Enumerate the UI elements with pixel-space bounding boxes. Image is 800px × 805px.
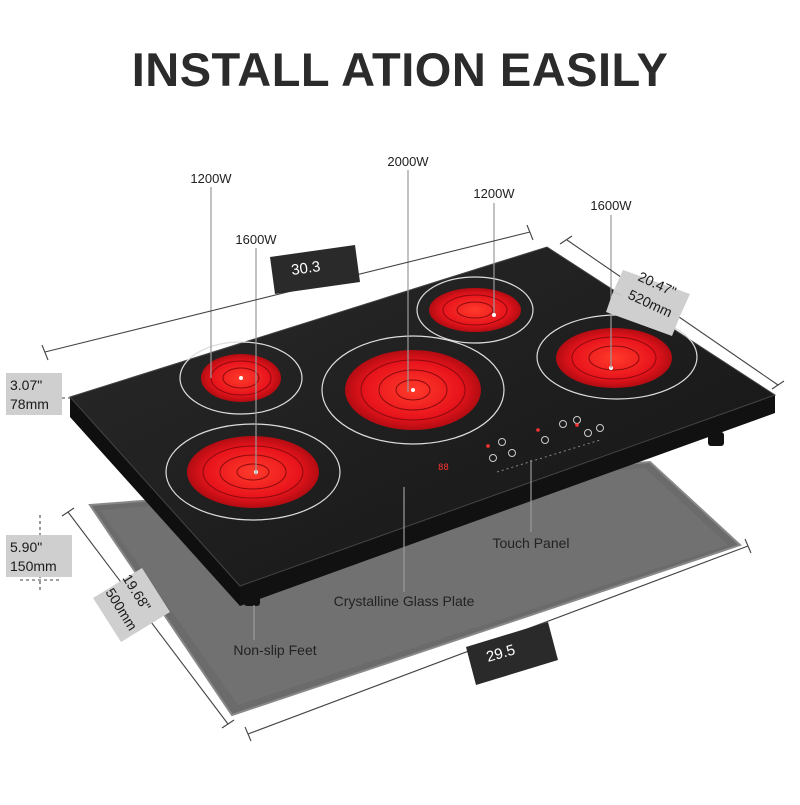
leader-lines [210,170,612,640]
foot-left [244,592,260,606]
label-1200w-left: 1200W [190,171,232,186]
cooktop-side-right [240,395,775,606]
label-1200w-right: 1200W [473,186,515,201]
burner-right [536,314,698,400]
dim-tag-top-width: 30.3 [270,245,360,294]
panel-display: 88 [438,463,449,473]
page-title: INSTALL ATION EASILY [131,43,669,96]
touch-panel: 88 [438,416,604,473]
label-2000w: 2000W [387,154,429,169]
burner-bottom-left [165,423,341,521]
cooktop-side-front [70,397,240,606]
label-glass-plate: Crystalline Glass Plate [334,593,475,609]
burner-top-left [179,341,303,415]
foot-right [708,432,724,446]
dim-tag-cutout-depth: 19.68" 500mm [93,568,170,642]
label-non-slip-feet: Non-slip Feet [233,642,316,658]
label-touch-panel: Touch Panel [492,535,569,551]
label-1600w-left: 1600W [235,232,277,247]
burner-center [321,335,505,445]
dim-height-mm: 78mm [10,396,49,412]
label-1600w-right: 1600W [590,198,632,213]
dim-tag-cutout-width: 29.5 [466,622,558,685]
dim-cutout-height-mm: 150mm [10,558,57,574]
dim-cutout-height-in: 5.90" [10,539,42,555]
dim-tag-height: 3.07" 78mm [6,373,62,415]
dim-height-in: 3.07" [10,377,42,393]
dim-tag-cutout-height: 5.90" 150mm [6,535,72,577]
burner-top-right [416,276,534,344]
dim-top-width-text: 30.3 [290,258,321,279]
